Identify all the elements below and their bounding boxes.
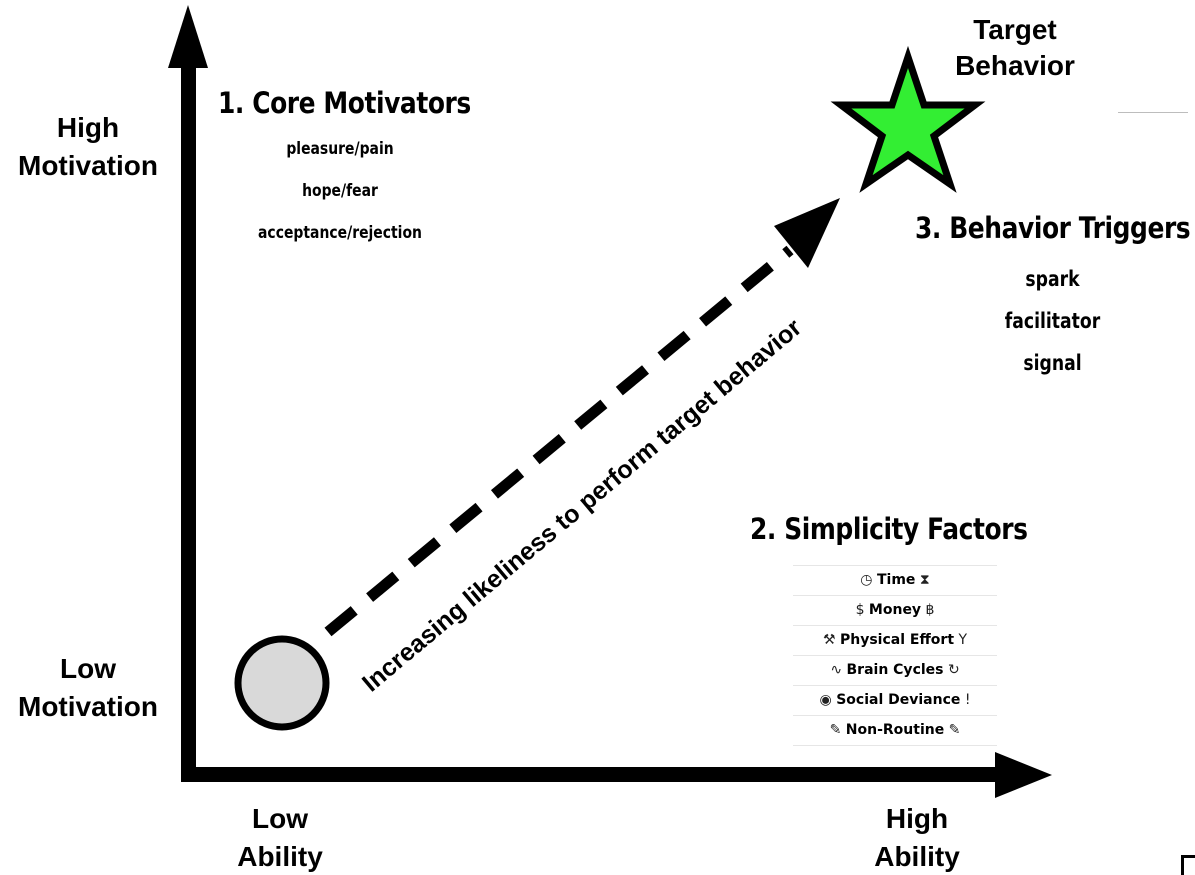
simplicity-factor-label: Time — [876, 572, 916, 588]
behavior-triggers-list: spark facilitator signal — [980, 258, 1125, 384]
core-motivators-title: 1. Core Motivators — [218, 86, 471, 120]
core-motivator-item: hope/fear — [302, 181, 378, 201]
behavior-trigger-item: facilitator — [1004, 309, 1101, 333]
exclamation-icon: ! — [960, 692, 971, 708]
money-bag-icon: ฿ — [921, 602, 935, 618]
divider-line — [1118, 112, 1188, 113]
simplicity-factors-title: 2. Simplicity Factors — [750, 512, 1028, 546]
y-axis-arrowhead — [168, 5, 208, 68]
behavior-trigger-item: spark — [1025, 267, 1080, 291]
likeliness-arrow — [324, 198, 840, 637]
simplicity-factors-table: ◷ Time ⧗$ Money ฿⚒ Physical Effort Υ∿ Br… — [793, 565, 997, 746]
simplicity-factor-row: ⚒ Physical Effort Υ — [793, 625, 997, 655]
x-axis — [181, 752, 1052, 798]
simplicity-factor-label: Brain Cycles — [846, 662, 944, 678]
simplicity-factor-label: Money — [868, 602, 922, 618]
simplicity-factor-label: Social Deviance — [836, 692, 961, 708]
dumbbell-icon: Υ — [954, 632, 968, 648]
behavior-trigger-item: signal — [1023, 351, 1082, 375]
dollar-icon: $ — [855, 602, 869, 618]
eye-icon: ◉ — [819, 692, 837, 708]
pencil-icon: ✎ — [944, 722, 961, 738]
brain-wave-icon: ∿ — [830, 662, 847, 678]
core-motivators-list: pleasure/pain hope/fear acceptance/rejec… — [230, 128, 450, 254]
simplicity-factor-label: Non-Routine — [845, 722, 945, 738]
simplicity-factor-label: Physical Effort — [839, 632, 955, 648]
simplicity-factor-row: ◷ Time ⧗ — [793, 565, 997, 595]
start-circle — [234, 635, 330, 731]
tools-icon: ⚒ — [822, 632, 840, 648]
target-star-icon — [830, 45, 986, 193]
clock-icon: ◷ — [860, 572, 877, 588]
x-axis-arrowhead — [995, 752, 1052, 798]
dashed-arrow-head — [774, 198, 840, 268]
corner-fragment — [1181, 855, 1195, 875]
simplicity-factor-row: ∿ Brain Cycles ↻ — [793, 655, 997, 685]
y-axis — [168, 5, 208, 780]
simplicity-factor-row: $ Money ฿ — [793, 595, 997, 625]
behavior-triggers-title: 3. Behavior Triggers — [915, 211, 1191, 245]
hourglass-icon: ⧗ — [915, 572, 930, 588]
dashed-arrow-line — [324, 245, 794, 637]
simplicity-factor-row: ◉ Social Deviance ! — [793, 685, 997, 715]
refresh-icon: ↻ — [943, 662, 960, 678]
simplicity-factor-row: ✎ Non-Routine ✎ — [793, 715, 997, 746]
core-motivator-item: pleasure/pain — [286, 139, 394, 159]
core-motivator-item: acceptance/rejection — [258, 223, 422, 243]
pencil-icon: ✎ — [829, 722, 846, 738]
